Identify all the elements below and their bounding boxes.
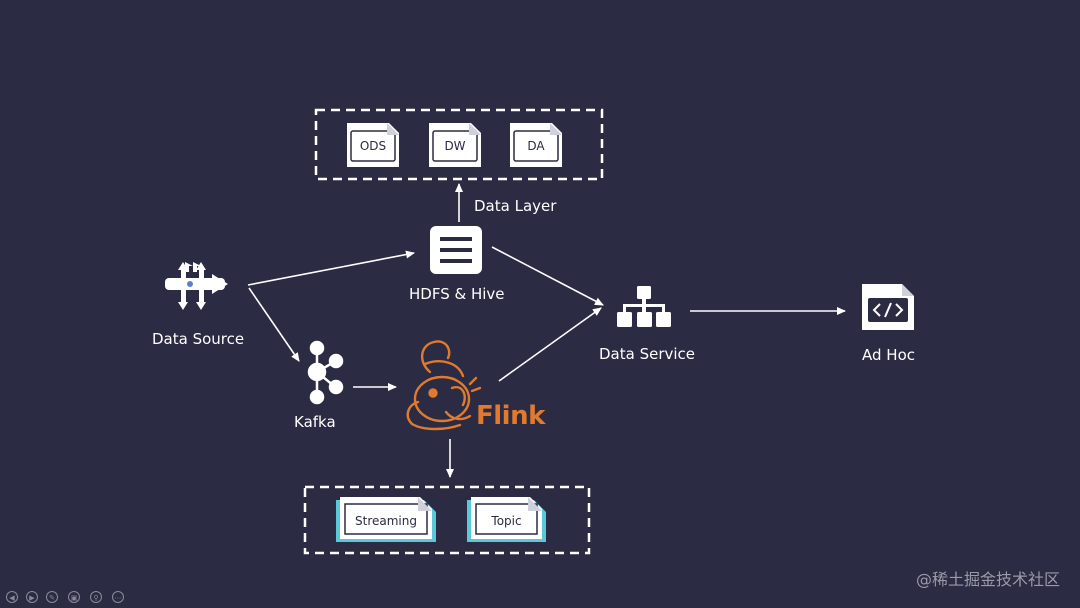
arrow-flink-to-service — [498, 307, 602, 382]
doc-label-da: DA — [527, 139, 545, 153]
doc-label-topic: Topic — [491, 514, 522, 528]
prev-icon[interactable]: ◀ — [6, 591, 18, 603]
arrow-source-to-kafka — [248, 287, 300, 362]
doc-label-ods: ODS — [359, 139, 387, 153]
hdfs-hive-icon — [430, 226, 482, 274]
pen-icon[interactable]: ✎ — [46, 591, 58, 603]
watermark: @稀土掘金技术社区 — [915, 570, 1060, 589]
label-kafka: Kafka — [294, 413, 336, 431]
ad-hoc-icon — [862, 284, 914, 330]
arrow-hdfs-to-service — [491, 246, 604, 306]
label-data-layer: Data Layer — [474, 197, 557, 215]
data-source-icon — [165, 262, 228, 310]
more-icon[interactable]: ⋯ — [112, 591, 124, 603]
doc-label-streaming: Streaming — [355, 514, 417, 528]
doc-icon-topic — [467, 497, 546, 542]
arrow-source-to-hdfs — [247, 250, 415, 286]
label-data-source: Data Source — [152, 330, 245, 348]
next-icon[interactable]: ▶ — [26, 591, 38, 603]
label-flink: Flink — [476, 401, 545, 431]
data-service-icon — [617, 286, 671, 327]
doc-icon-streaming — [336, 497, 436, 542]
label-hdfs-hive: HDFS & Hive — [409, 285, 505, 303]
flink-output-box — [303, 485, 591, 555]
doc-icon-da — [510, 123, 562, 167]
doc-label-dw: DW — [444, 139, 466, 153]
doc-icon-dw — [429, 123, 481, 167]
label-data-service: Data Service — [599, 345, 696, 363]
doc-icon-ods — [347, 123, 399, 167]
pages-icon[interactable]: ▣ — [68, 591, 80, 603]
zoom-icon[interactable]: ⚲ — [90, 591, 102, 603]
flink-logo-icon — [406, 340, 482, 431]
data-layer-box — [314, 108, 604, 181]
label-ad-hoc: Ad Hoc — [862, 346, 915, 364]
kafka-icon — [307, 340, 344, 405]
